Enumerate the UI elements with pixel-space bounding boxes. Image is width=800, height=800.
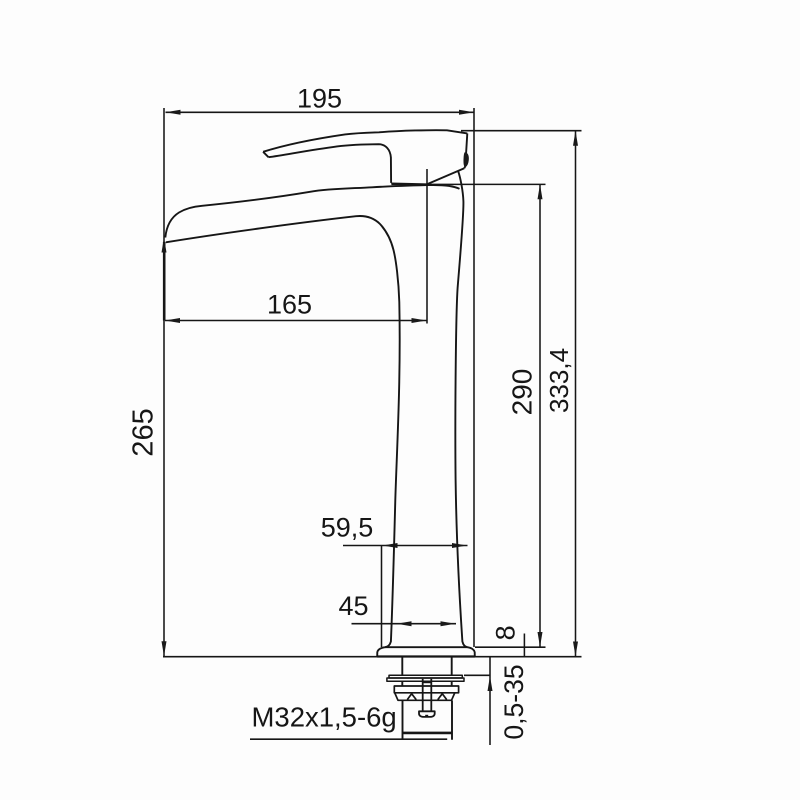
svg-text:45: 45 — [338, 591, 368, 621]
svg-text:195: 195 — [297, 84, 342, 114]
svg-text:0,5-35: 0,5-35 — [499, 664, 529, 739]
svg-text:8: 8 — [491, 625, 521, 640]
svg-text:165: 165 — [267, 289, 312, 319]
svg-text:265: 265 — [127, 408, 159, 456]
svg-text:333,4: 333,4 — [544, 348, 574, 413]
svg-text:M32x1,5-6g: M32x1,5-6g — [252, 701, 397, 732]
svg-text:290: 290 — [507, 369, 538, 416]
svg-text:59,5: 59,5 — [321, 513, 374, 543]
